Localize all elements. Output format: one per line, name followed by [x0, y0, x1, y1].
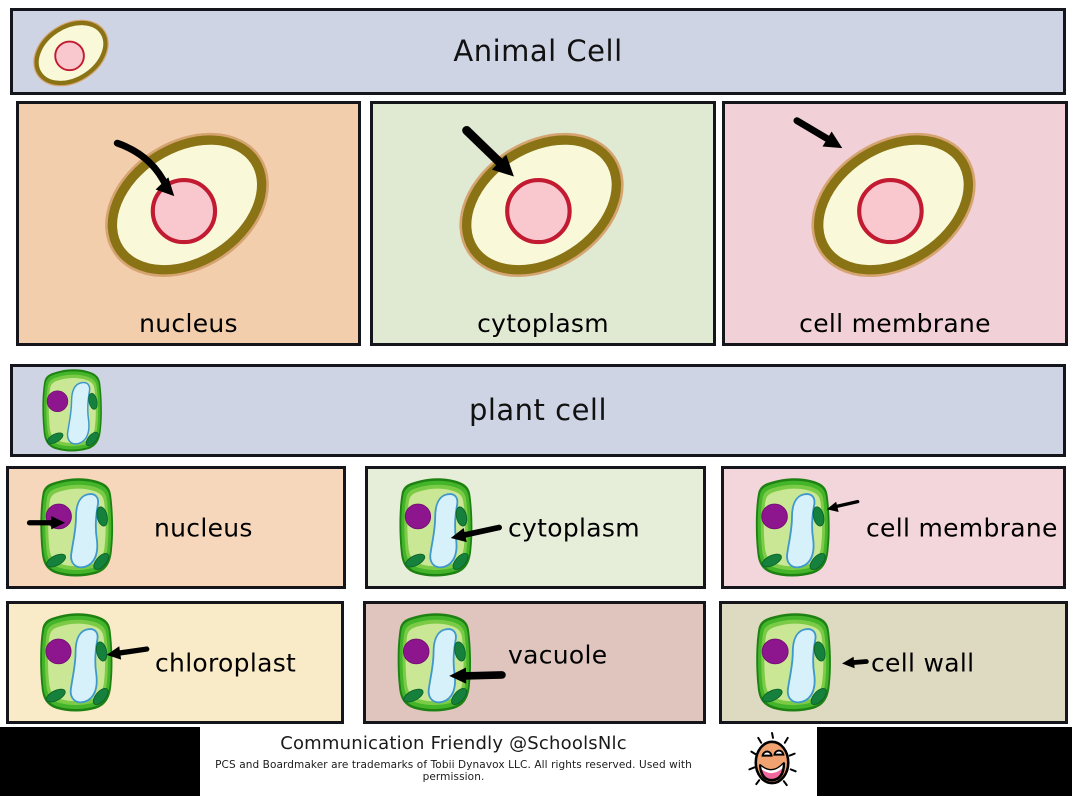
card-animal-cell-membrane: cell membrane [722, 101, 1068, 346]
plant-cell-chloroplast-diagram [39, 612, 150, 713]
arrow-to-cytoplasm-icon [462, 126, 514, 177]
arrow-to-cell-membrane-icon [826, 499, 860, 513]
arrow-to-chloroplast-icon [106, 646, 150, 660]
credit-line2: PCS and Boardmaker are trademarks of Tob… [215, 759, 692, 783]
animal-section-title: Animal Cell [453, 33, 623, 68]
footer-credit-panel: Communication Friendly @SchoolsNlc PCS a… [200, 727, 817, 796]
card-label: nucleus [154, 513, 253, 542]
card-label: cell membrane [799, 309, 991, 338]
card-plant-chloroplast: chloroplast [6, 601, 344, 724]
card-label: nucleus [139, 309, 238, 338]
card-animal-nucleus: nucleus [16, 101, 361, 346]
card-label: chloroplast [155, 648, 297, 677]
credit-line1: Communication Friendly @SchoolsNlc [280, 733, 627, 754]
animal-cell-header-bar: Animal Cell [10, 8, 1066, 95]
card-label: cell wall [871, 648, 975, 677]
animal-cell-membrane-diagram [725, 104, 1065, 343]
arrow-to-nucleus-icon [26, 515, 65, 530]
arrow-to-cytoplasm-icon [450, 524, 502, 543]
card-plant-cell-wall: cell wall [719, 601, 1068, 724]
arrow-to-nucleus-icon [113, 139, 175, 197]
card-label: cytoplasm [508, 513, 640, 542]
animal-cell-cytoplasm-diagram [373, 104, 713, 343]
card-animal-cytoplasm: cytoplasm [370, 101, 716, 346]
laughing-face-icon [748, 731, 797, 787]
card-plant-nucleus: nucleus [6, 466, 346, 589]
footer-bar: Communication Friendly @SchoolsNlc PCS a… [0, 727, 1072, 796]
card-label: cell membrane [866, 513, 1058, 542]
arrow-to-vacuole-icon [449, 667, 506, 684]
card-plant-vacuole: vacuole [363, 601, 706, 724]
card-label: cytoplasm [477, 309, 609, 338]
plant-cell-membrane-diagram [754, 477, 860, 578]
plant-cell-cytoplasm-diagram [398, 477, 502, 578]
plant-cell-header-bar: plant cell [10, 364, 1066, 457]
plant-cell-nucleus-diagram [26, 477, 115, 578]
card-label: vacuole [508, 640, 608, 670]
animal-cell-nucleus-diagram [19, 104, 358, 343]
plant-cell-vacuole-diagram [396, 612, 506, 713]
card-plant-cell-membrane: cell membrane [721, 466, 1066, 589]
footer-credit-text: Communication Friendly @SchoolsNlc PCS a… [200, 733, 707, 783]
plant-section-title: plant cell [468, 392, 608, 427]
plant-cell-wall-diagram [755, 612, 869, 713]
arrow-to-cell-wall-icon [842, 656, 869, 669]
card-plant-cytoplasm: cytoplasm [365, 466, 706, 589]
arrow-to-cell-membrane-icon [793, 117, 843, 149]
